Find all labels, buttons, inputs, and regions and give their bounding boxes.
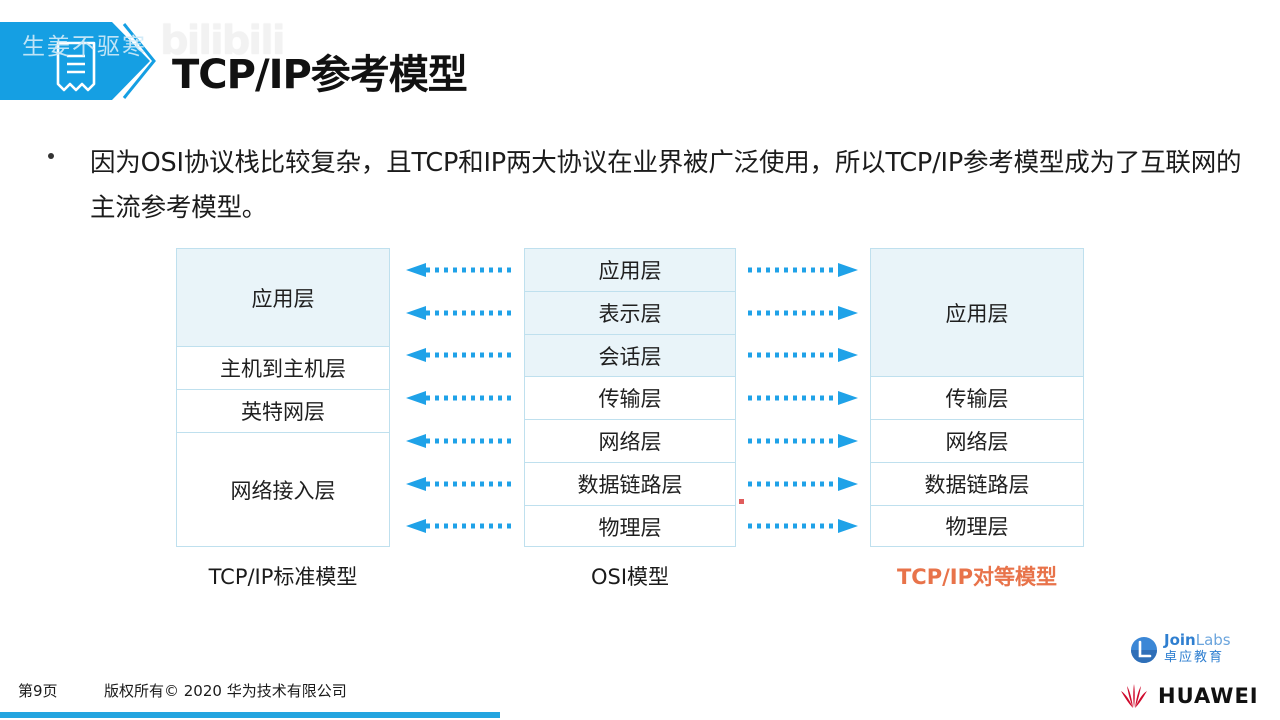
caption-osi: OSI模型 [590,565,670,589]
arrow-right [746,476,858,491]
layer-box: 会话层 [525,335,735,377]
arrow-right [746,262,858,277]
watermark-text: 生姜不驱寒 [22,34,147,60]
column-tcpip-standard: 应用层主机到主机层英特网层网络接入层 [176,248,390,547]
layer-box: 网络层 [871,420,1083,463]
layer-box: 主机到主机层 [177,347,389,390]
joinlabs-name-main: Join [1164,631,1196,649]
chevron-outline-icon [120,22,162,100]
receipt-document-icon [54,40,98,95]
joinlabs-name-cn: 卓应教育 [1164,650,1225,665]
arrow-left [406,305,518,320]
layer-box: 传输层 [525,377,735,420]
layer-box: 网络层 [525,420,735,463]
progress-bar-fill [0,712,500,718]
progress-bar[interactable] [0,712,1280,718]
column-tcpip-peer: 应用层传输层网络层数据链路层物理层 [870,248,1084,547]
layer-box: 物理层 [598,515,662,540]
arrow-left [406,262,518,277]
arrow-left [406,348,518,362]
bullet-paragraph: 因为OSI协议栈比较复杂，且TCP和IP两大协议在业界被广泛使用，所以TCP/I… [44,141,1244,231]
layer-box: 应用层 [525,249,735,292]
joinlabs-logo: JoinLabs 卓应教育 [1130,633,1250,669]
layer-box: 网络接入层 [230,478,336,503]
slide-header: 生姜不驱寒 bilibili TCP/IP参考模型 [0,0,1280,120]
caption-tcpip-peer: TCP/IP对等模型 [896,565,1057,589]
huawei-logo: HUAWEI [1118,682,1260,712]
joinlabs-name-light: Labs [1195,631,1231,649]
joinlabs-wordmark: JoinLabs 卓应教育 [1164,631,1231,665]
layer-box: 数据链路层 [871,463,1083,506]
arrow-right [746,433,858,448]
arrow-left [406,476,518,491]
bullet-dot-icon [48,153,54,159]
arrow-left [406,433,518,448]
arrow-right [746,305,858,320]
layer-box: 应用层 [871,249,1083,377]
layer-box: 英特网层 [177,390,389,433]
huawei-wordmark: HUAWEI [1158,684,1259,708]
layer-box: 物理层 [945,515,1009,539]
layer-box: 传输层 [871,377,1083,420]
layer-box: 数据链路层 [525,463,735,506]
osi-tcpip-comparison-diagram: 应用层主机到主机层英特网层网络接入层 应用层表示层会话层传输层网络层数据链路层物… [0,236,1280,589]
caption-tcpip-standard: TCP/IP标准模型 [208,565,358,589]
bullet-text: 因为OSI协议栈比较复杂，且TCP和IP两大协议在业界被广泛使用，所以TCP/I… [90,148,1242,223]
arrow-left [406,518,518,533]
arrow-left [406,390,518,405]
huawei-flower-icon [1118,683,1150,709]
arrow-right [746,348,858,362]
arrow-right [746,518,858,533]
slide-footer: 第9页 版权所有© 2020 华为技术有限公司 [0,680,1280,720]
page-title: TCP/IP参考模型 [172,52,468,98]
layer-box: 应用层 [177,249,389,347]
layer-box: 表示层 [525,292,735,335]
arrow-right [746,390,858,405]
column-osi: 应用层表示层会话层传输层网络层数据链路层物理层 [524,248,736,547]
red-marker-dot [739,499,744,504]
copyright-text: 版权所有© 2020 华为技术有限公司 [104,682,347,700]
page-number: 第9页 [18,682,58,700]
bilibili-watermark-logo: bilibili [160,18,286,64]
joinlabs-mark-icon [1130,636,1158,664]
